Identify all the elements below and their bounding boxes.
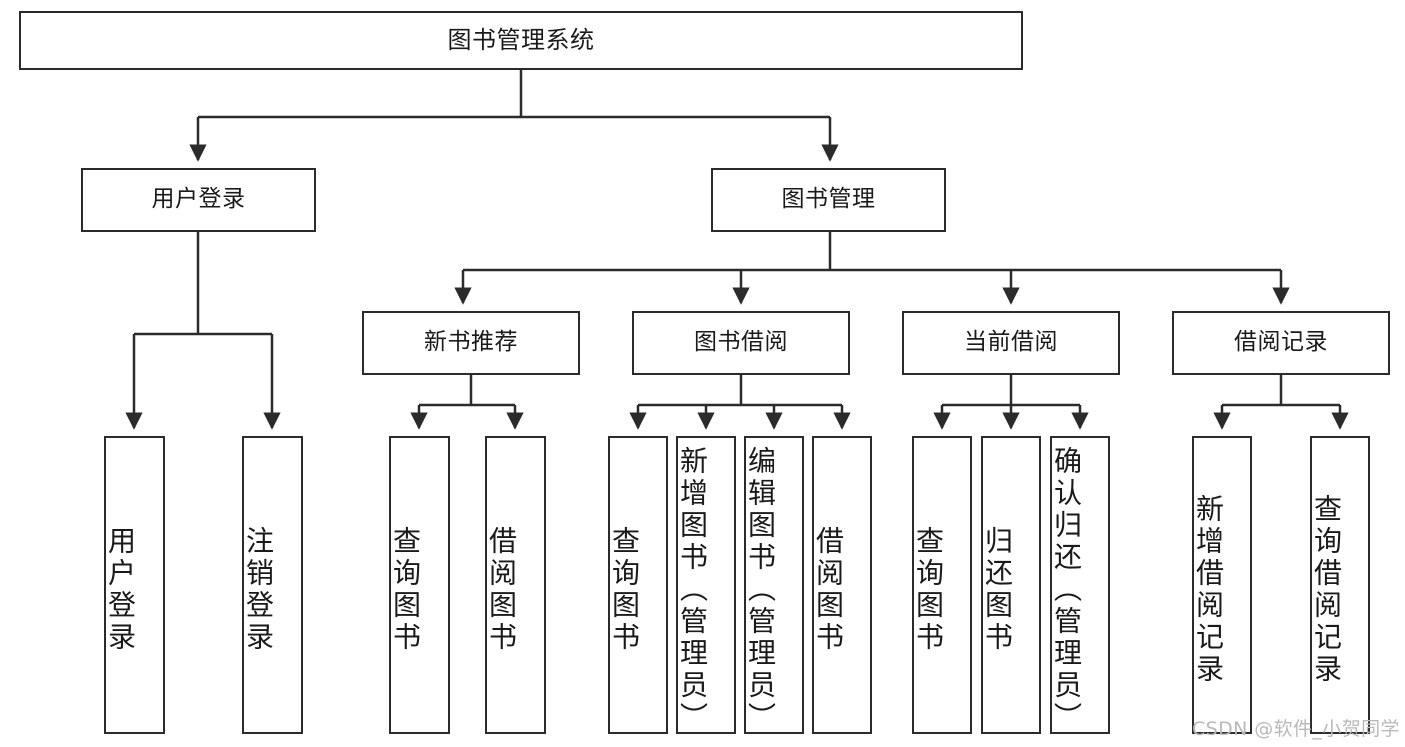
node-leaf-query-book-1-label: 查询图书 [389,526,422,654]
node-leaf-edit-book-label: 编辑图书（管理员） [744,446,777,734]
node-new-book-recommend[interactable]: 新书推荐 [362,311,580,375]
node-leaf-confirm-return[interactable]: 确认归还（管理员） [1050,436,1110,734]
node-new-book-recommend-label: 新书推荐 [424,329,518,356]
node-book-borrow[interactable]: 图书借阅 [632,311,850,375]
node-leaf-query-record-label: 查询借阅记录 [1310,494,1343,686]
node-root-label: 图书管理系统 [447,26,595,55]
node-leaf-add-book[interactable]: 新增图书（管理员） [676,436,736,734]
node-leaf-user-login[interactable]: 用户登录 [104,436,165,734]
node-borrow-record-label: 借阅记录 [1234,329,1328,356]
node-book-manage[interactable]: 图书管理 [711,168,946,232]
node-leaf-query-book-2[interactable]: 查询图书 [608,436,668,734]
node-leaf-borrow-book-2[interactable]: 借阅图书 [812,436,872,734]
node-leaf-return-book[interactable]: 归还图书 [981,436,1041,734]
node-leaf-query-book-2-label: 查询图书 [608,526,641,654]
node-leaf-user-logout[interactable]: 注销登录 [242,436,303,734]
node-user-login[interactable]: 用户登录 [81,168,316,232]
node-root[interactable]: 图书管理系统 [19,11,1023,70]
node-leaf-confirm-return-label: 确认归还（管理员） [1050,446,1083,734]
node-leaf-query-book-3[interactable]: 查询图书 [912,436,972,734]
node-leaf-user-logout-label: 注销登录 [242,526,275,654]
node-borrow-record[interactable]: 借阅记录 [1172,311,1390,375]
node-leaf-borrow-book-2-label: 借阅图书 [812,526,845,654]
node-leaf-add-record-label: 新增借阅记录 [1192,494,1225,686]
node-book-borrow-label: 图书借阅 [694,329,788,356]
node-leaf-query-book-3-label: 查询图书 [912,526,945,654]
node-current-borrow-label: 当前借阅 [964,329,1058,356]
node-leaf-query-book-1[interactable]: 查询图书 [389,436,450,734]
csdn-watermark: CSDN @软件_小贺同学 [1192,718,1400,740]
node-user-login-label: 用户登录 [151,186,246,213]
node-leaf-edit-book[interactable]: 编辑图书（管理员） [744,436,804,734]
node-book-manage-label: 图书管理 [781,186,876,213]
node-current-borrow[interactable]: 当前借阅 [902,311,1120,375]
node-leaf-return-book-label: 归还图书 [981,526,1014,654]
node-leaf-borrow-book-1[interactable]: 借阅图书 [485,436,546,734]
node-leaf-borrow-book-1-label: 借阅图书 [485,526,518,654]
node-leaf-add-record[interactable]: 新增借阅记录 [1192,436,1252,734]
node-leaf-user-login-label: 用户登录 [104,526,137,654]
node-leaf-add-book-label: 新增图书（管理员） [676,446,709,734]
node-leaf-query-record[interactable]: 查询借阅记录 [1310,436,1370,734]
